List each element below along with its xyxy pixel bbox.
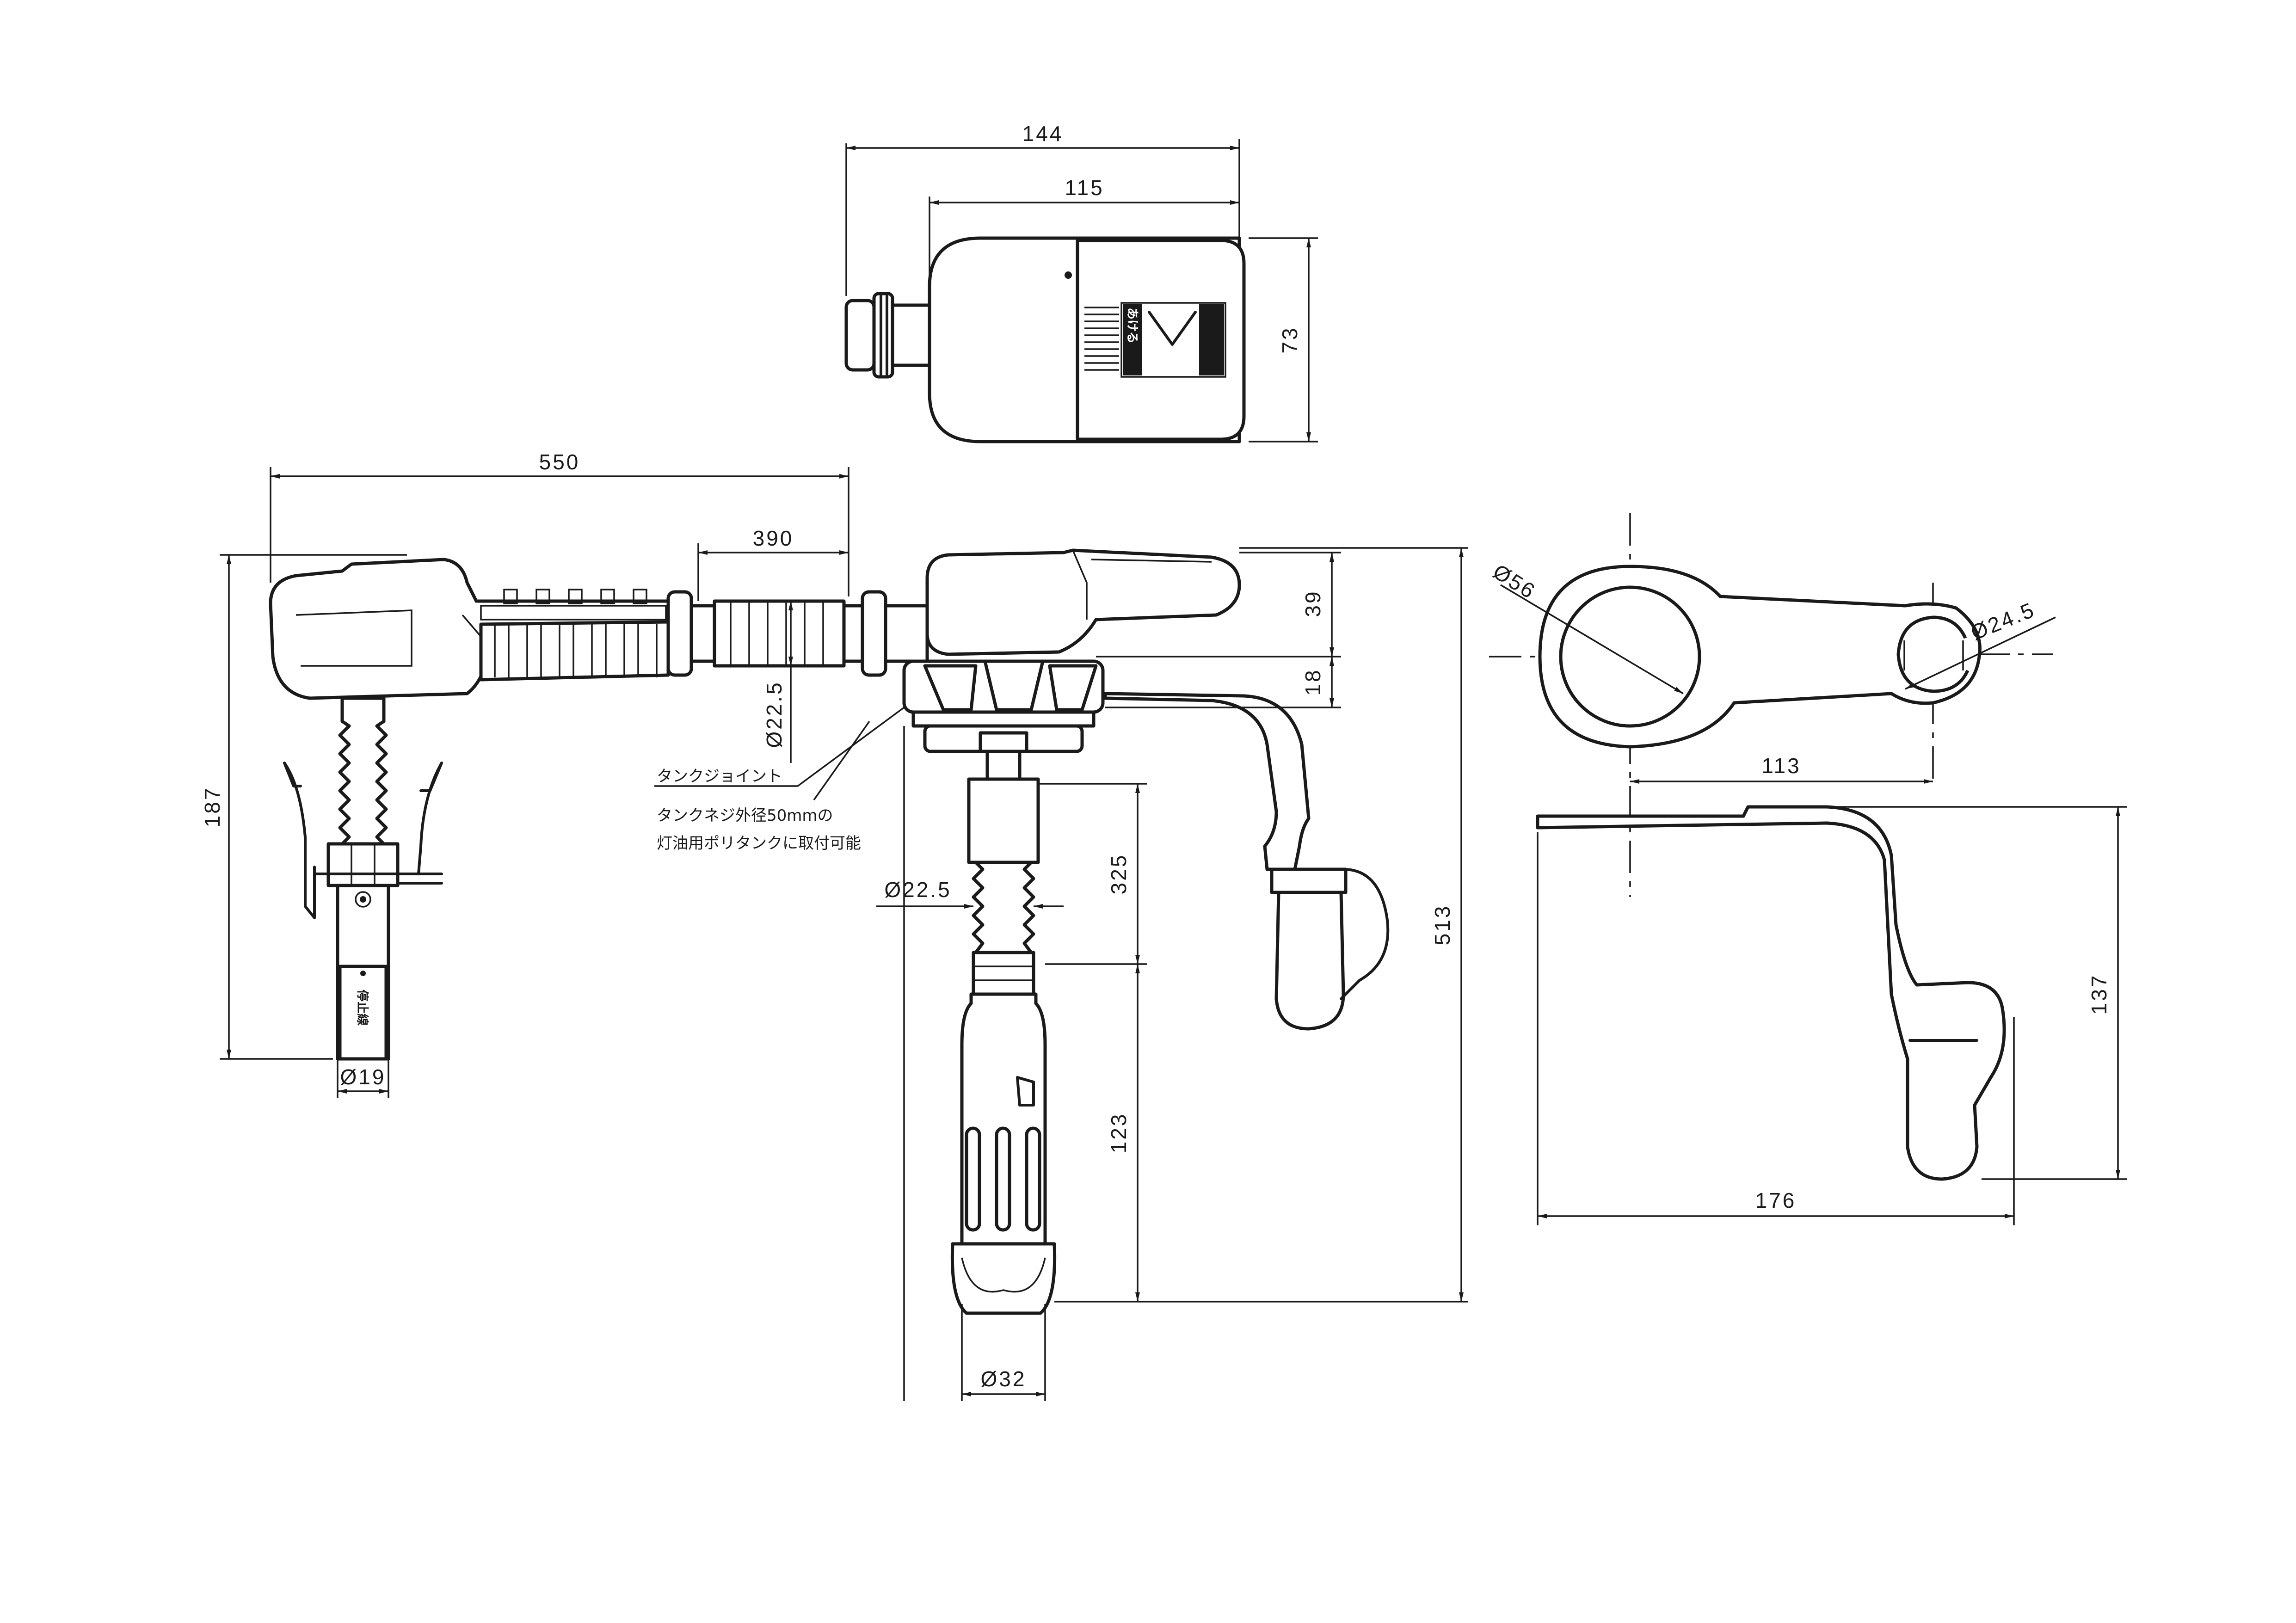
dim-24-5-text: Ø24.5 xyxy=(1967,597,2038,645)
thread-spec-note: タンクネジ外径50mmの xyxy=(657,806,833,825)
dim-137-text: 137 xyxy=(2087,974,2111,1015)
dim-18-text: 18 xyxy=(1301,668,1325,695)
pump-head xyxy=(925,548,1241,656)
pump-assembly: 39 18 513 325 123 Ø22.5 xyxy=(654,547,1468,1401)
dim-39-text: 39 xyxy=(1301,590,1325,617)
hose-grip xyxy=(479,589,670,682)
suction-tube xyxy=(950,750,1057,1315)
dim-115-text: 115 xyxy=(1065,176,1104,200)
dim-137: 137 xyxy=(1831,806,2127,1180)
dim-73: 73 xyxy=(1249,237,1318,443)
dim-144: 144 xyxy=(845,122,1240,296)
dim-144-text: 144 xyxy=(1022,122,1064,146)
dim-176-text: 176 xyxy=(1755,1188,1797,1212)
dim-upper-tube-diameter-text: Ø22.5 xyxy=(884,878,951,902)
dim-513-text: 513 xyxy=(1430,904,1454,946)
holder-side-view: 137 176 xyxy=(1536,805,2127,1225)
holder-top-view: Ø56 Ø24.5 113 xyxy=(1489,513,2056,897)
dim-56-text: Ø56 xyxy=(1489,559,1540,604)
dim-325: 325 xyxy=(1038,783,1147,965)
dim-513: 513 xyxy=(1054,547,1468,1303)
dim-hose-diameter-text: Ø22.5 xyxy=(762,681,786,748)
dim-550: 550 xyxy=(270,450,849,596)
dim-113-text: 113 xyxy=(1761,754,1801,778)
dim-32: Ø32 xyxy=(903,726,1046,1401)
dim-upper-tube-diameter: Ø22.5 xyxy=(876,878,1064,909)
hose xyxy=(713,599,846,668)
dim-187-text: 187 xyxy=(200,787,224,828)
dim-32-text: Ø32 xyxy=(981,1367,1027,1391)
vent-grille xyxy=(1084,307,1119,371)
dim-18: 18 xyxy=(1105,657,1341,708)
dim-73-text: 73 xyxy=(1278,326,1302,353)
dim-550-text: 550 xyxy=(539,450,580,474)
open-label: あける xyxy=(1125,307,1139,344)
dim-187: 187 xyxy=(200,554,407,1060)
dim-39: 39 xyxy=(1096,552,1341,658)
tank-joint-note: タンクジョイント xyxy=(657,767,782,786)
dim-19: Ø19 xyxy=(337,1059,389,1098)
dim-hose-diameter: Ø22.5 xyxy=(762,601,793,763)
dim-123: 123 xyxy=(1107,964,1140,1302)
nozzle-assembly: 停止線 550 390 Ø22.5 xyxy=(200,450,929,1098)
dim-123-text: 123 xyxy=(1107,1113,1131,1154)
dim-176: 176 xyxy=(1537,832,2015,1225)
nozzle-spout: 停止線 xyxy=(283,696,443,1061)
tank-joint xyxy=(902,659,1105,753)
compat-note: 灯油用ポリタンクに取付可能 xyxy=(657,834,861,853)
dim-390: 390 xyxy=(697,526,849,601)
top-view-body: あける xyxy=(844,236,1246,443)
dim-325-text: 325 xyxy=(1107,854,1131,895)
annotation-tank-joint: タンクジョイント タンクネジ外径50mmの 灯油用ポリタンクに取付可能 xyxy=(654,707,905,853)
top-view: あける 144 115 73 xyxy=(844,122,1318,443)
dim-115: 115 xyxy=(929,176,1239,282)
dim-390-text: 390 xyxy=(753,526,794,550)
dim-19-text: Ø19 xyxy=(340,1065,386,1089)
stop-line-label: 停止線 xyxy=(355,990,369,1026)
dim-113: 113 xyxy=(1630,754,1933,784)
